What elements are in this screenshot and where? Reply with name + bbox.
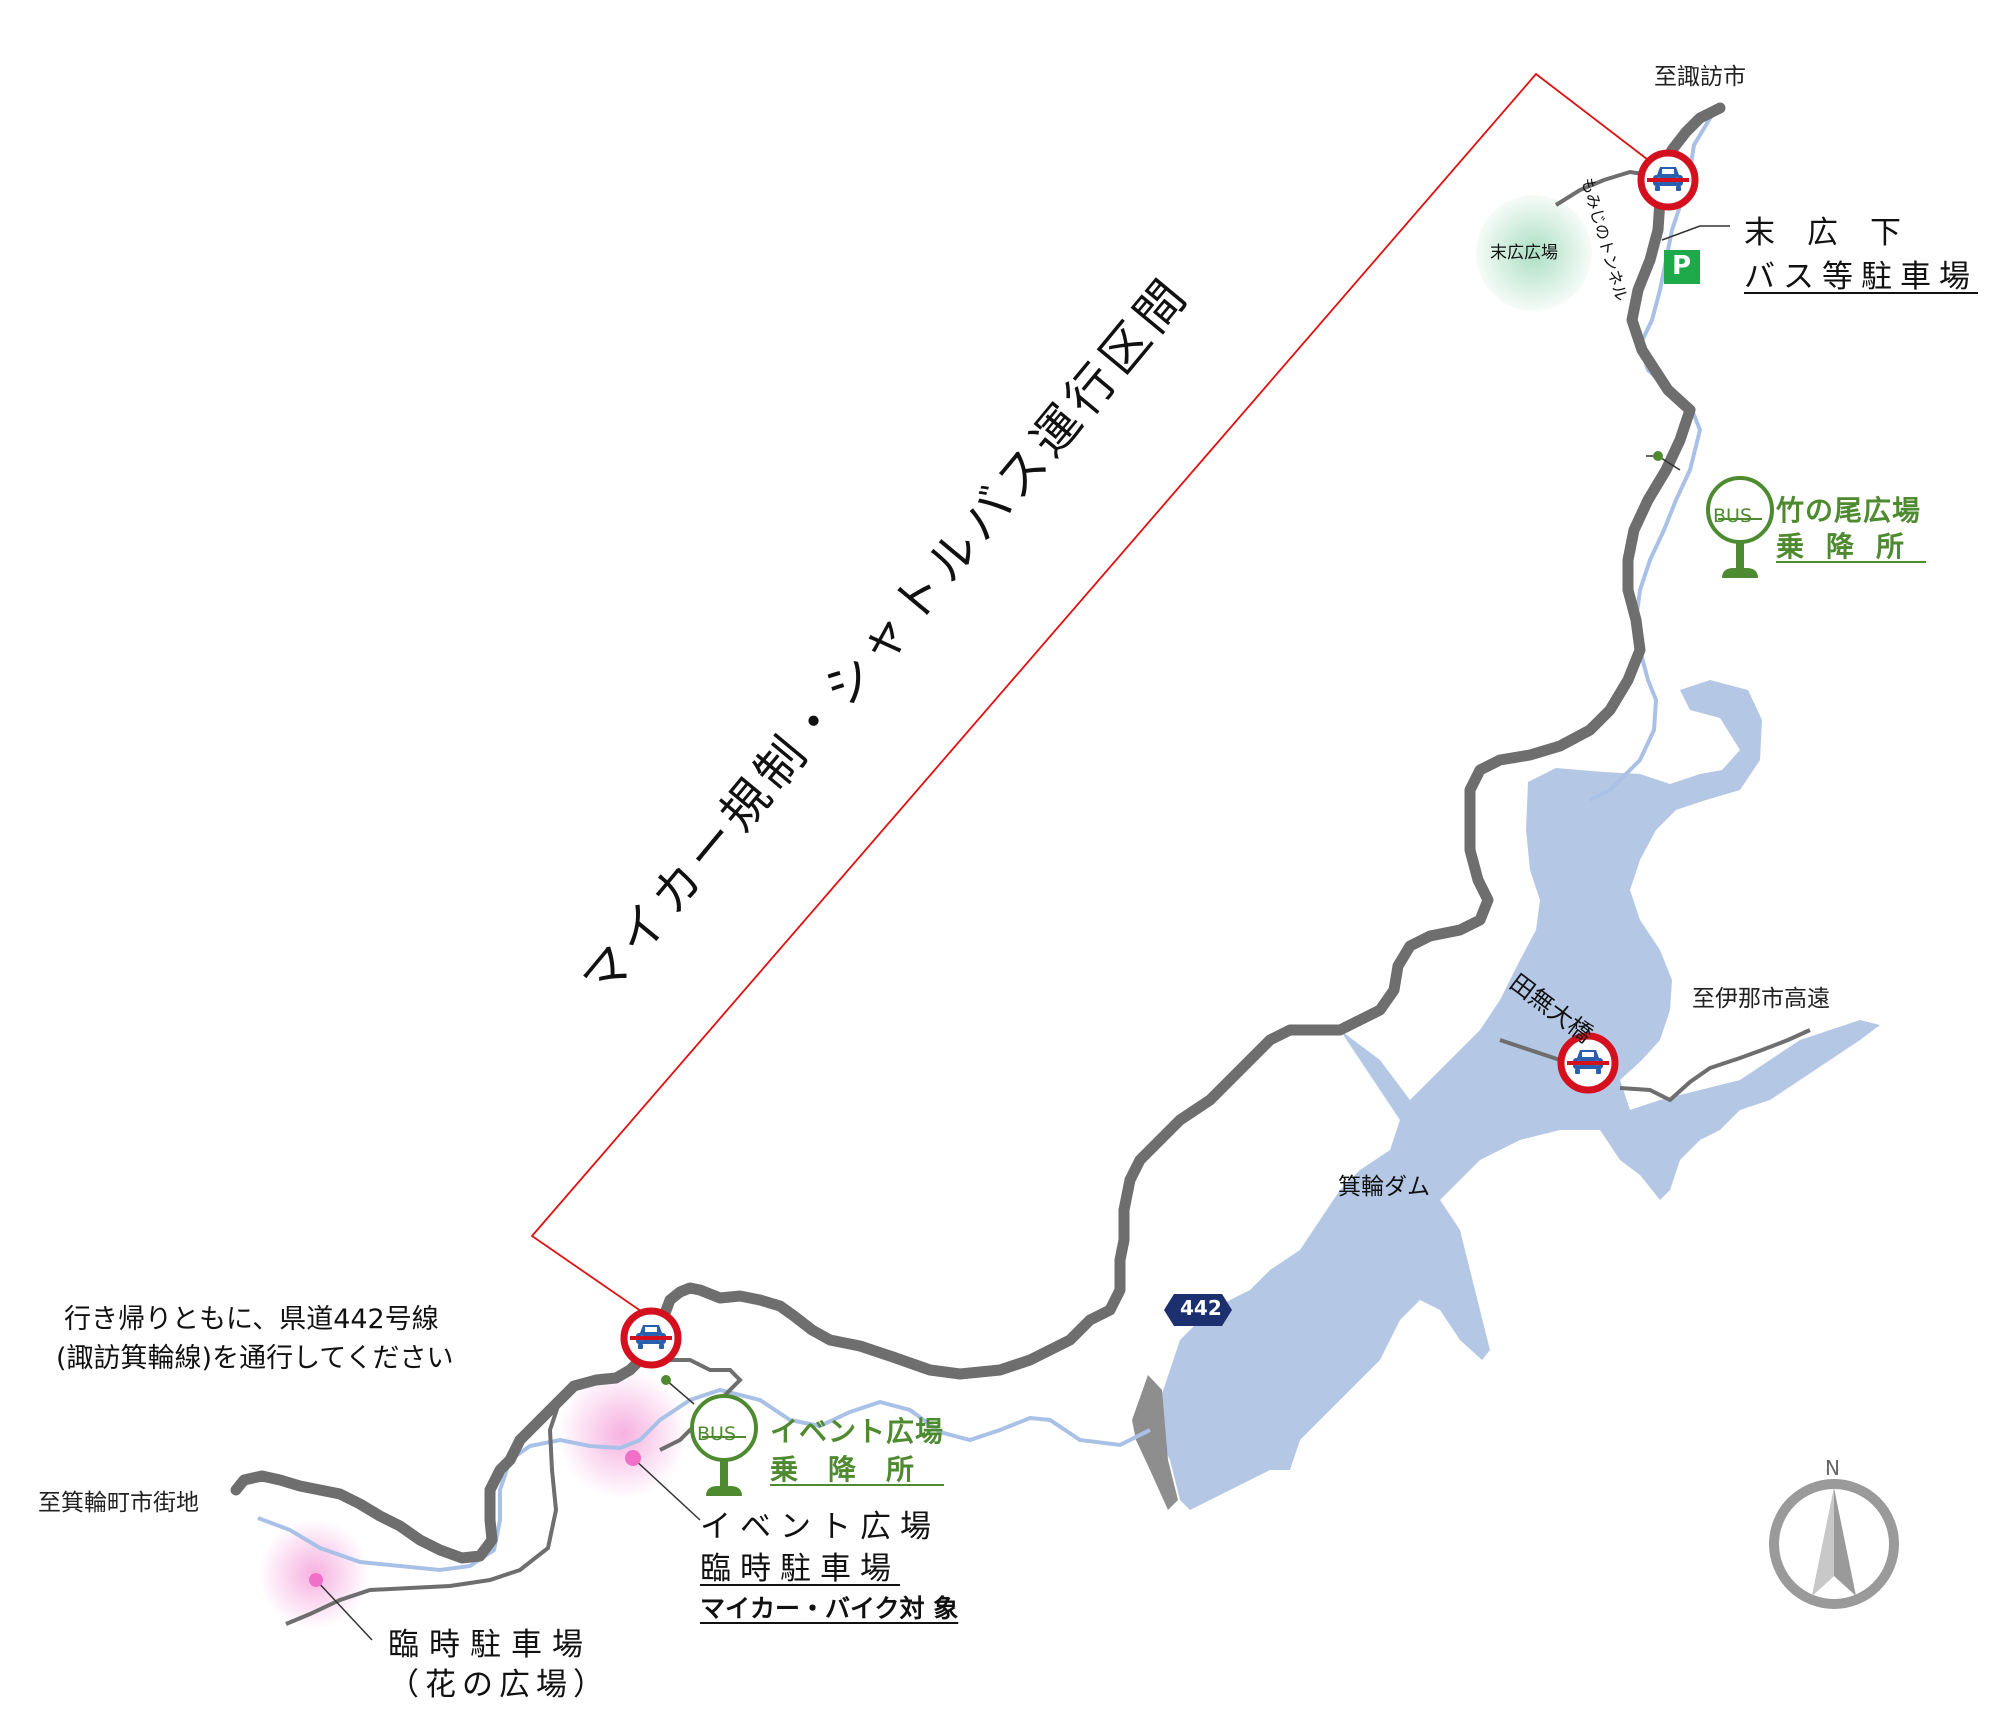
flower-parking-point <box>309 1573 323 1587</box>
flower-parking-line-1: 臨時駐車場 <box>388 1627 593 1663</box>
bus-stop-icon-takenoo <box>1706 476 1774 580</box>
dam-wall <box>1132 1375 1178 1510</box>
bus-stop-point-event <box>661 1375 671 1385</box>
event-bus-sign-text: BUS <box>697 1423 737 1445</box>
takenoo-bus-stop-sub: 乗降所 <box>1776 530 1927 563</box>
parking-icon <box>1664 250 1700 284</box>
no-car-sign-icon-bridge <box>1561 1036 1615 1090</box>
minowa-dam-label: 箕輪ダム <box>1338 1174 1430 1200</box>
event-parking-area <box>558 1369 688 1499</box>
suehiro-plaza-area <box>1476 195 1592 311</box>
flower-parking-line-2: （花の広場） <box>388 1667 610 1703</box>
event-parking-line-1: イベント広場 <box>700 1509 940 1545</box>
prefectural-road-442 <box>230 102 1726 1564</box>
event-parking-point <box>625 1450 641 1466</box>
suehiro-parking-line-1: 末 広 下 <box>1744 215 1902 251</box>
compass-icon <box>1769 1479 1899 1609</box>
no-car-sign-icon-north <box>1641 153 1695 207</box>
river <box>257 103 1720 1573</box>
suehiro-plaza-label: 末広広場 <box>1490 243 1558 263</box>
no-car-sign-icon-south <box>624 1311 678 1365</box>
minowa-dam-reservoir <box>1160 680 1880 1510</box>
destination-suwa: 至諏訪市 <box>1654 64 1746 90</box>
notice-line-2: (諏訪箕輪線)を通行してください <box>56 1343 454 1374</box>
event-parking-line-2: 臨時駐車場 <box>700 1551 900 1587</box>
takenoo-bus-sign-text: BUS <box>1713 505 1753 527</box>
parking-icon-letter: P <box>1672 251 1692 281</box>
suehiro-parking-line-2: バス等駐車場 <box>1744 259 1978 295</box>
event-bus-stop-name: イベント広場 <box>770 1415 945 1448</box>
destination-ina: 至伊那市高遠 <box>1692 986 1830 1012</box>
event-bus-stop-sub: 乗降所 <box>770 1453 945 1486</box>
compass-north-label: N <box>1825 1456 1840 1480</box>
route-442-shield-icon <box>1164 1294 1232 1326</box>
bus-stop-point-takenoo <box>1653 451 1663 461</box>
leader-lines <box>315 225 1730 1641</box>
regulation-section-line <box>530 72 1657 1319</box>
takenoo-bus-stop-name: 竹の尾広場 <box>1776 494 1922 527</box>
destination-minowa-town: 至箕輪町市街地 <box>38 1490 199 1516</box>
event-parking-line-3: マイカー・バイク対 象 <box>700 1594 959 1623</box>
notice-line-1: 行き帰りともに、県道442号線 <box>64 1304 439 1335</box>
route-number-label: 442 <box>1180 1296 1222 1320</box>
bus-stop-icon-event <box>690 1394 758 1498</box>
